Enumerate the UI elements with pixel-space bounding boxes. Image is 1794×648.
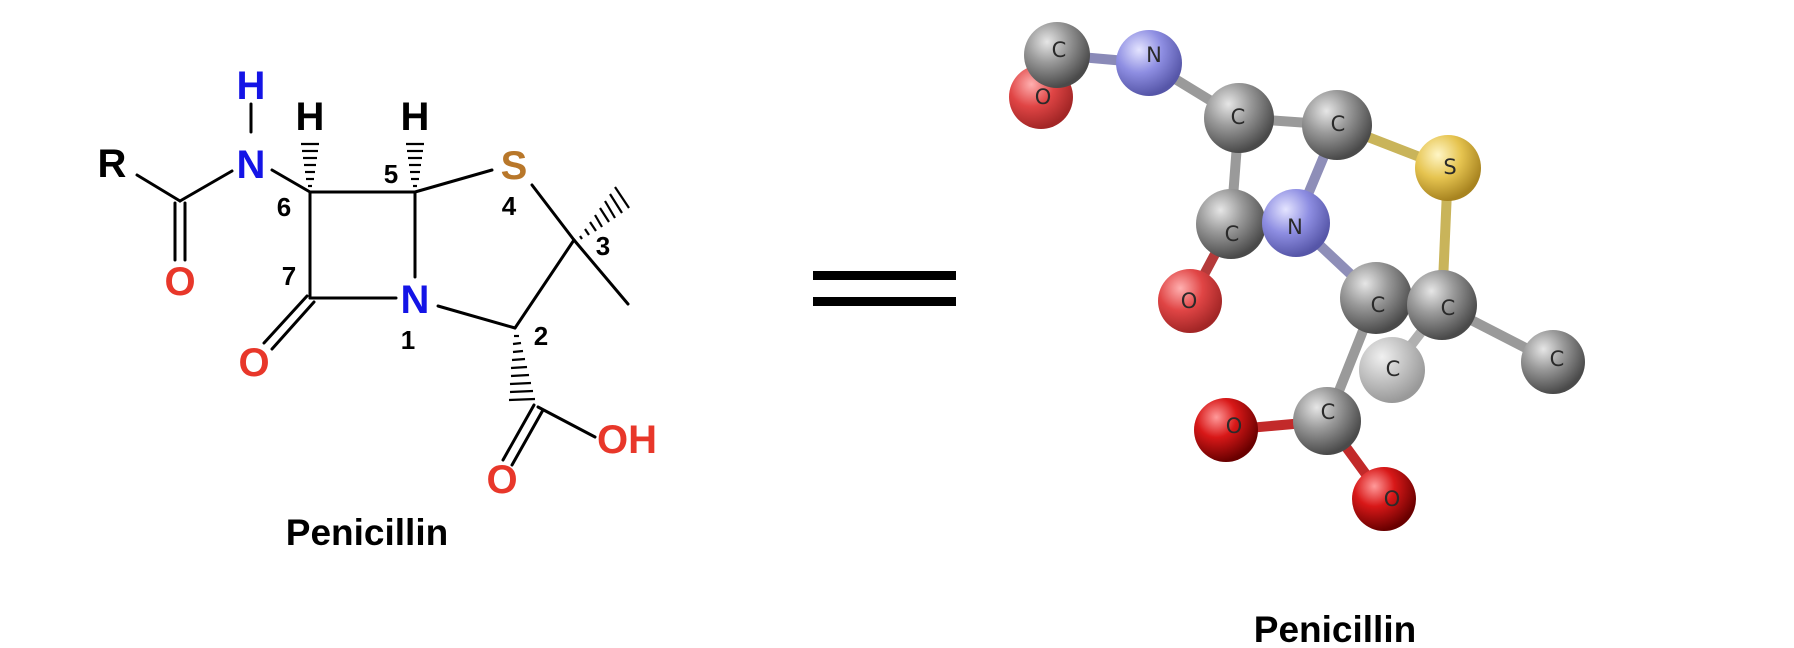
ball-label-c-me2: C [1550, 347, 1565, 371]
locant-2: 2 [534, 321, 548, 351]
atom-h6: H [296, 95, 325, 139]
ball-label-s: S [1443, 155, 1456, 179]
ball-label-o-side: O [1035, 85, 1052, 109]
locant-3: 3 [596, 231, 610, 261]
atom-o-carbonyl: O [486, 458, 517, 502]
equals-sign: = [813, 271, 956, 306]
atom-o-lactam: O [238, 341, 269, 385]
bond-c7-o-1 [262, 294, 309, 345]
bond-c5-s [413, 168, 494, 194]
ball-sulfur [1415, 135, 1481, 201]
bond-n-c6 [270, 168, 312, 194]
locant-7: 7 [282, 261, 296, 291]
atom-o-amide: O [164, 260, 195, 304]
ball-oxygen-b [1352, 467, 1416, 531]
atom-s: S [501, 144, 528, 188]
ball-carbon-side [1024, 22, 1090, 88]
locant-5: 5 [384, 159, 398, 189]
ball-carbon-7 [1196, 189, 1266, 259]
locant-6: 6 [277, 192, 291, 222]
ball-label-c6: C [1231, 105, 1246, 129]
ball-label-n-side: N [1146, 43, 1162, 67]
atom-n-ring: N [401, 278, 430, 322]
bond-c7-o-2 [270, 300, 316, 351]
bond-c-oh [536, 405, 597, 439]
wedge-c3-methyl [579, 186, 630, 240]
ball-label-c3: C [1441, 296, 1456, 320]
ball-label-o7: O [1181, 289, 1198, 313]
atom-oh: OH [597, 418, 657, 462]
ball-carbon-methyl [1521, 330, 1585, 394]
bond-c-o-1 [501, 403, 536, 462]
ball-nitrogen-ring [1262, 189, 1330, 257]
caption-2d: Penicillin [286, 512, 448, 553]
ball-label-c7: C [1225, 222, 1240, 246]
bond-s-c3 [530, 183, 576, 242]
ball-carbon-2 [1340, 262, 1412, 334]
ball-label-c5: C [1331, 112, 1346, 136]
ball-carbon-methyl-back [1359, 337, 1425, 403]
bond-c2-n1 [436, 304, 517, 330]
atom-h5: H [401, 95, 430, 139]
atom-r: R [98, 142, 127, 186]
ball-label-c-cooh: C [1321, 400, 1336, 424]
structure-2d: R N H H H S N O O O OH 6 5 4 3 2 1 7 Pen… [98, 64, 657, 553]
wedge-c6-h [301, 142, 319, 188]
ball-oxygen-a [1194, 398, 1258, 462]
bond-c-n [178, 169, 234, 203]
ball-label-n-ring: N [1287, 215, 1303, 239]
locant-1: 1 [401, 325, 415, 355]
ball-oxygen-7 [1158, 269, 1222, 333]
atom-h-amide: H [237, 64, 266, 108]
ball-carbon-cooh [1293, 387, 1361, 455]
model-atoms [1009, 22, 1585, 531]
ball-label-c2: C [1371, 293, 1386, 317]
wedge-c2-cooh [508, 334, 536, 402]
atom-n-amide: N [237, 143, 266, 187]
ball-carbon-3 [1407, 270, 1477, 340]
ball-label-o-b: O [1384, 487, 1401, 511]
wedge-c5-h [406, 142, 424, 188]
ball-label-c-side: C [1052, 38, 1067, 62]
bond-lines [135, 102, 630, 467]
bond-c3-c2 [513, 238, 576, 330]
bond-c-o-2 [510, 408, 545, 467]
locant-4: 4 [502, 191, 517, 221]
hashed-wedges [301, 142, 630, 402]
ball-carbon-5 [1302, 90, 1372, 160]
caption-3d: Penicillin [1254, 609, 1416, 648]
bond-r-c [135, 173, 182, 203]
ball-nitrogen-side [1116, 30, 1182, 96]
ball-label-o-a: O [1226, 414, 1243, 438]
ball-carbon-6 [1204, 83, 1274, 153]
model-3d: O C N C C S O C N C C C C C O O Penicill… [1009, 22, 1585, 648]
bond-c3-methyl [572, 238, 630, 306]
ball-label-c-me1: C [1386, 357, 1401, 381]
model-atom-labels: O C N C C S O C N C C C C C O O [1035, 38, 1565, 511]
